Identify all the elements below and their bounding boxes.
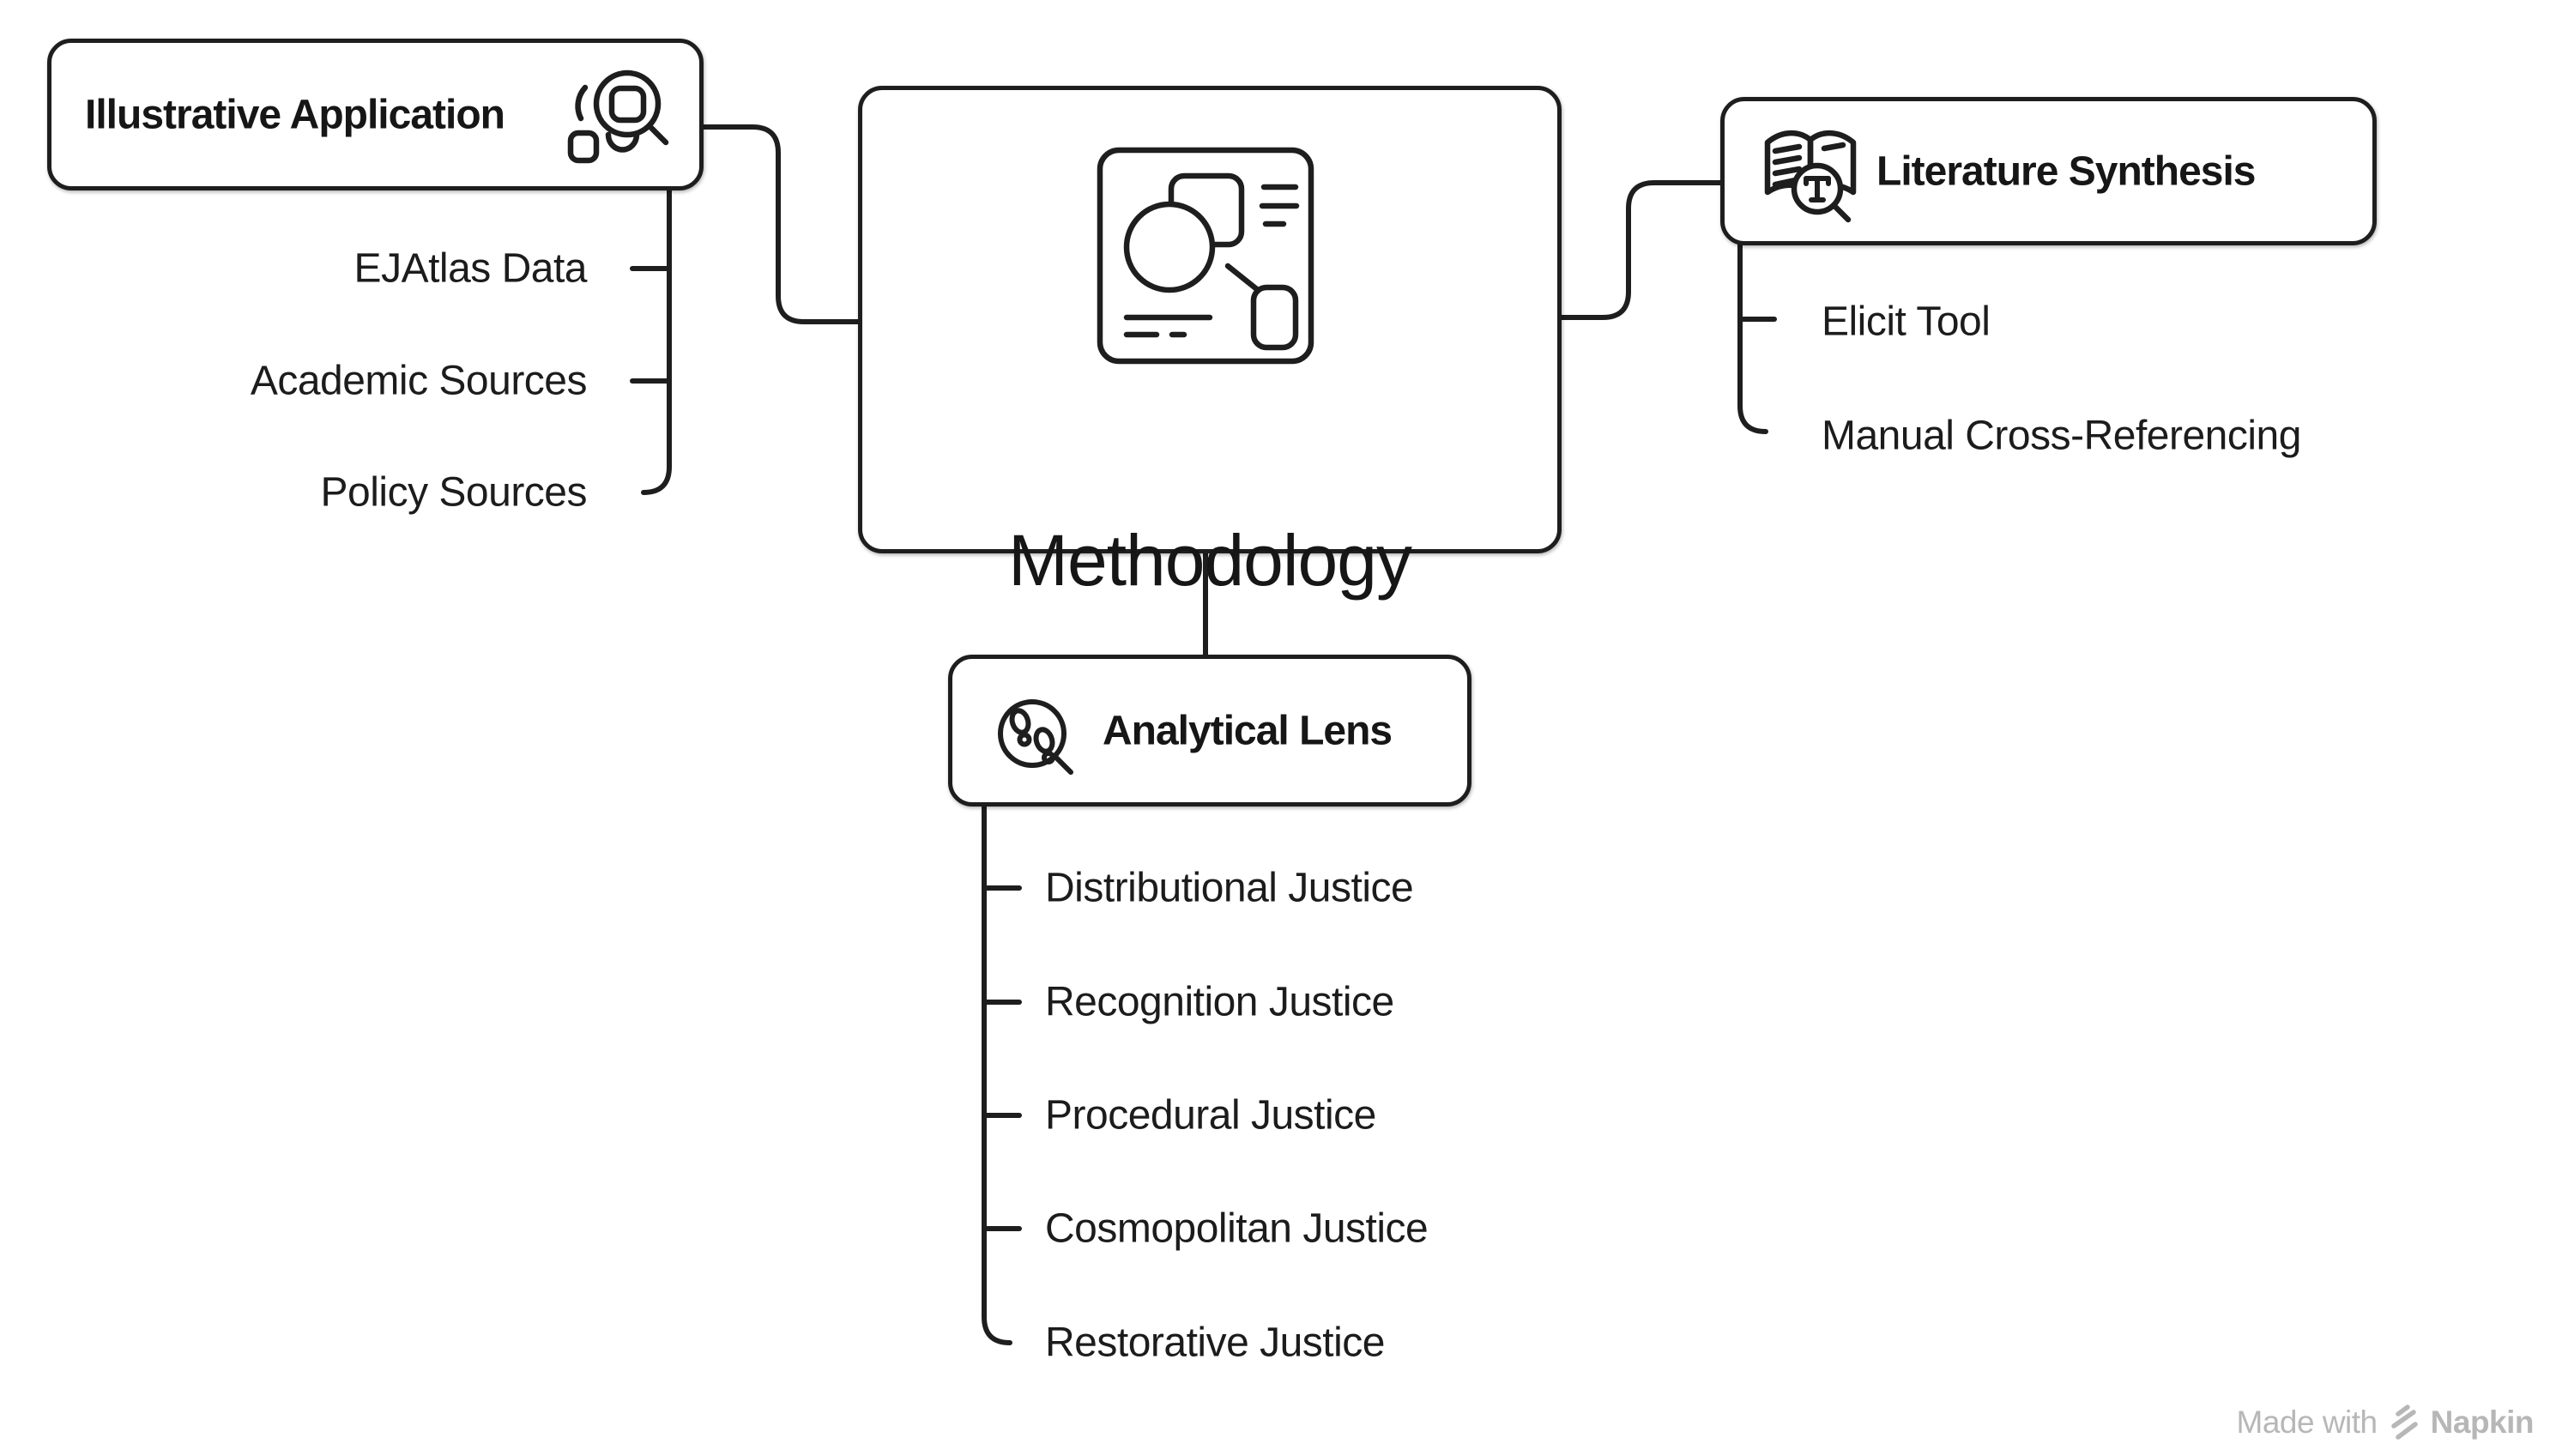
- document-diagram-icon: [1097, 147, 1314, 365]
- node-analytical-lens: Analytical Lens: [948, 655, 1471, 807]
- napkin-logo-icon: [2390, 1405, 2418, 1440]
- leaf-procedural-justice: Procedural Justice: [1045, 1092, 1376, 1139]
- connector-root-to-literature: [1559, 180, 1723, 320]
- branch-title-literature-synthesis: Literature Synthesis: [1876, 148, 2256, 194]
- literature-children-spine: [1737, 243, 1768, 434]
- branch-title-illustrative-application: Illustrative Application: [85, 92, 505, 137]
- leaf-ejatlas-data: EJAtlas Data: [353, 245, 588, 292]
- leaf-manual-cross-referencing: Manual Cross-Referencing: [1822, 413, 2301, 459]
- leaf-academic-sources: Academic Sources: [250, 358, 588, 404]
- node-methodology-root: Methodology: [858, 86, 1562, 601]
- branch-title-analytical-lens: Analytical Lens: [1103, 708, 1393, 753]
- root-title-methodology: Methodology: [1008, 520, 1412, 601]
- object-search-icon: [567, 69, 669, 164]
- node-literature-synthesis: Literature Synthesis: [1720, 97, 2377, 245]
- connector-illustrative-to-root: [701, 124, 861, 324]
- leaf-policy-sources: Policy Sources: [320, 469, 588, 516]
- analytical-children-spine: [982, 804, 1012, 1345]
- leaf-distributional-justice: Distributional Justice: [1045, 865, 1414, 911]
- leaf-restorative-justice: Restorative Justice: [1045, 1320, 1386, 1366]
- node-illustrative-application: Illustrative Application: [47, 39, 704, 190]
- leaf-recognition-justice: Recognition Justice: [1045, 979, 1394, 1025]
- book-search-icon: [1764, 130, 1857, 223]
- leaf-cosmopolitan-justice: Cosmopolitan Justice: [1045, 1205, 1429, 1252]
- napkin-watermark[interactable]: Made with Napkin: [2237, 1404, 2535, 1441]
- watermark-prefix: Made with: [2236, 1405, 2378, 1440]
- leaf-elicit-tool: Elicit Tool: [1822, 299, 1991, 345]
- illustrative-children-spine: [641, 188, 672, 495]
- watermark-brand: Napkin: [2430, 1405, 2535, 1440]
- footprints-search-icon: [998, 699, 1073, 775]
